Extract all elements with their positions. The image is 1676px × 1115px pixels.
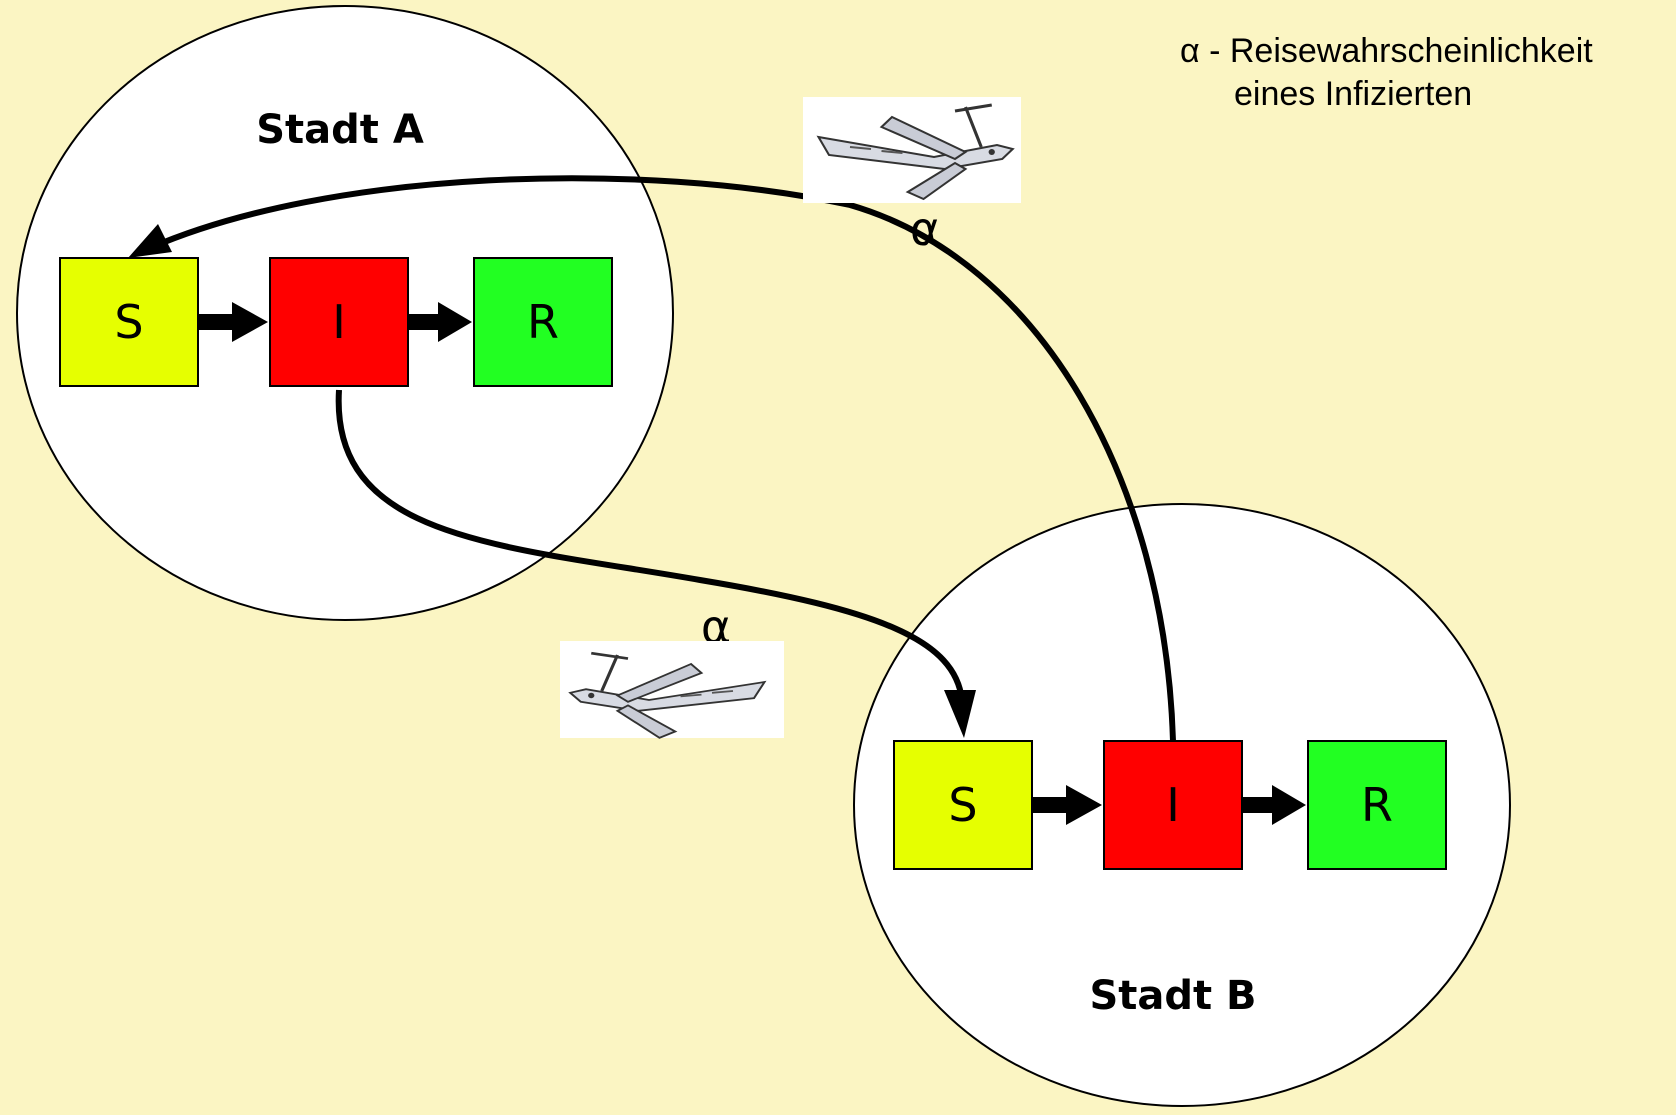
city-b-compartments: S I R (893, 740, 1447, 870)
travel-arrow-b-to-a (148, 175, 1176, 742)
city-a-label: Stadt A (256, 107, 424, 153)
travel-arrow-a-to-b-head (944, 690, 976, 738)
legend-line-1: α - Reisewahrscheinlichkeit (1180, 32, 1593, 70)
city-a-i-to-r-arrow (408, 302, 472, 342)
city-a-r-label: R (527, 295, 559, 349)
travel-arrow-b-to-a-head (128, 224, 172, 258)
travel-arrow-a-to-b (335, 389, 965, 701)
city-b-label: Stadt B (1089, 973, 1256, 1019)
city-a-i-label: I (332, 295, 346, 349)
airplane-icon (560, 641, 784, 740)
city-b-i-to-r-arrow (1242, 785, 1306, 825)
city-b-r-box (1307, 740, 1447, 870)
city-b-s-to-i-arrow (1032, 785, 1102, 825)
city-b-s-label: S (948, 778, 977, 832)
city-a-r-box (473, 257, 613, 387)
city-a-s-box (59, 257, 199, 387)
city-b-i-label: I (1166, 778, 1180, 832)
legend-line-2: eines Infizierten (1234, 75, 1472, 113)
transition-arrows (198, 302, 1306, 825)
city-a-compartments: S I R (59, 257, 613, 387)
airplane-icon (803, 97, 1021, 203)
city-b-s-box (893, 740, 1033, 870)
city-b-i-box (1103, 740, 1243, 870)
alpha-label-top: α (910, 202, 940, 256)
city-b-r-label: R (1361, 778, 1393, 832)
city-a-s-label: S (114, 295, 143, 349)
city-a-s-to-i-arrow (198, 302, 268, 342)
